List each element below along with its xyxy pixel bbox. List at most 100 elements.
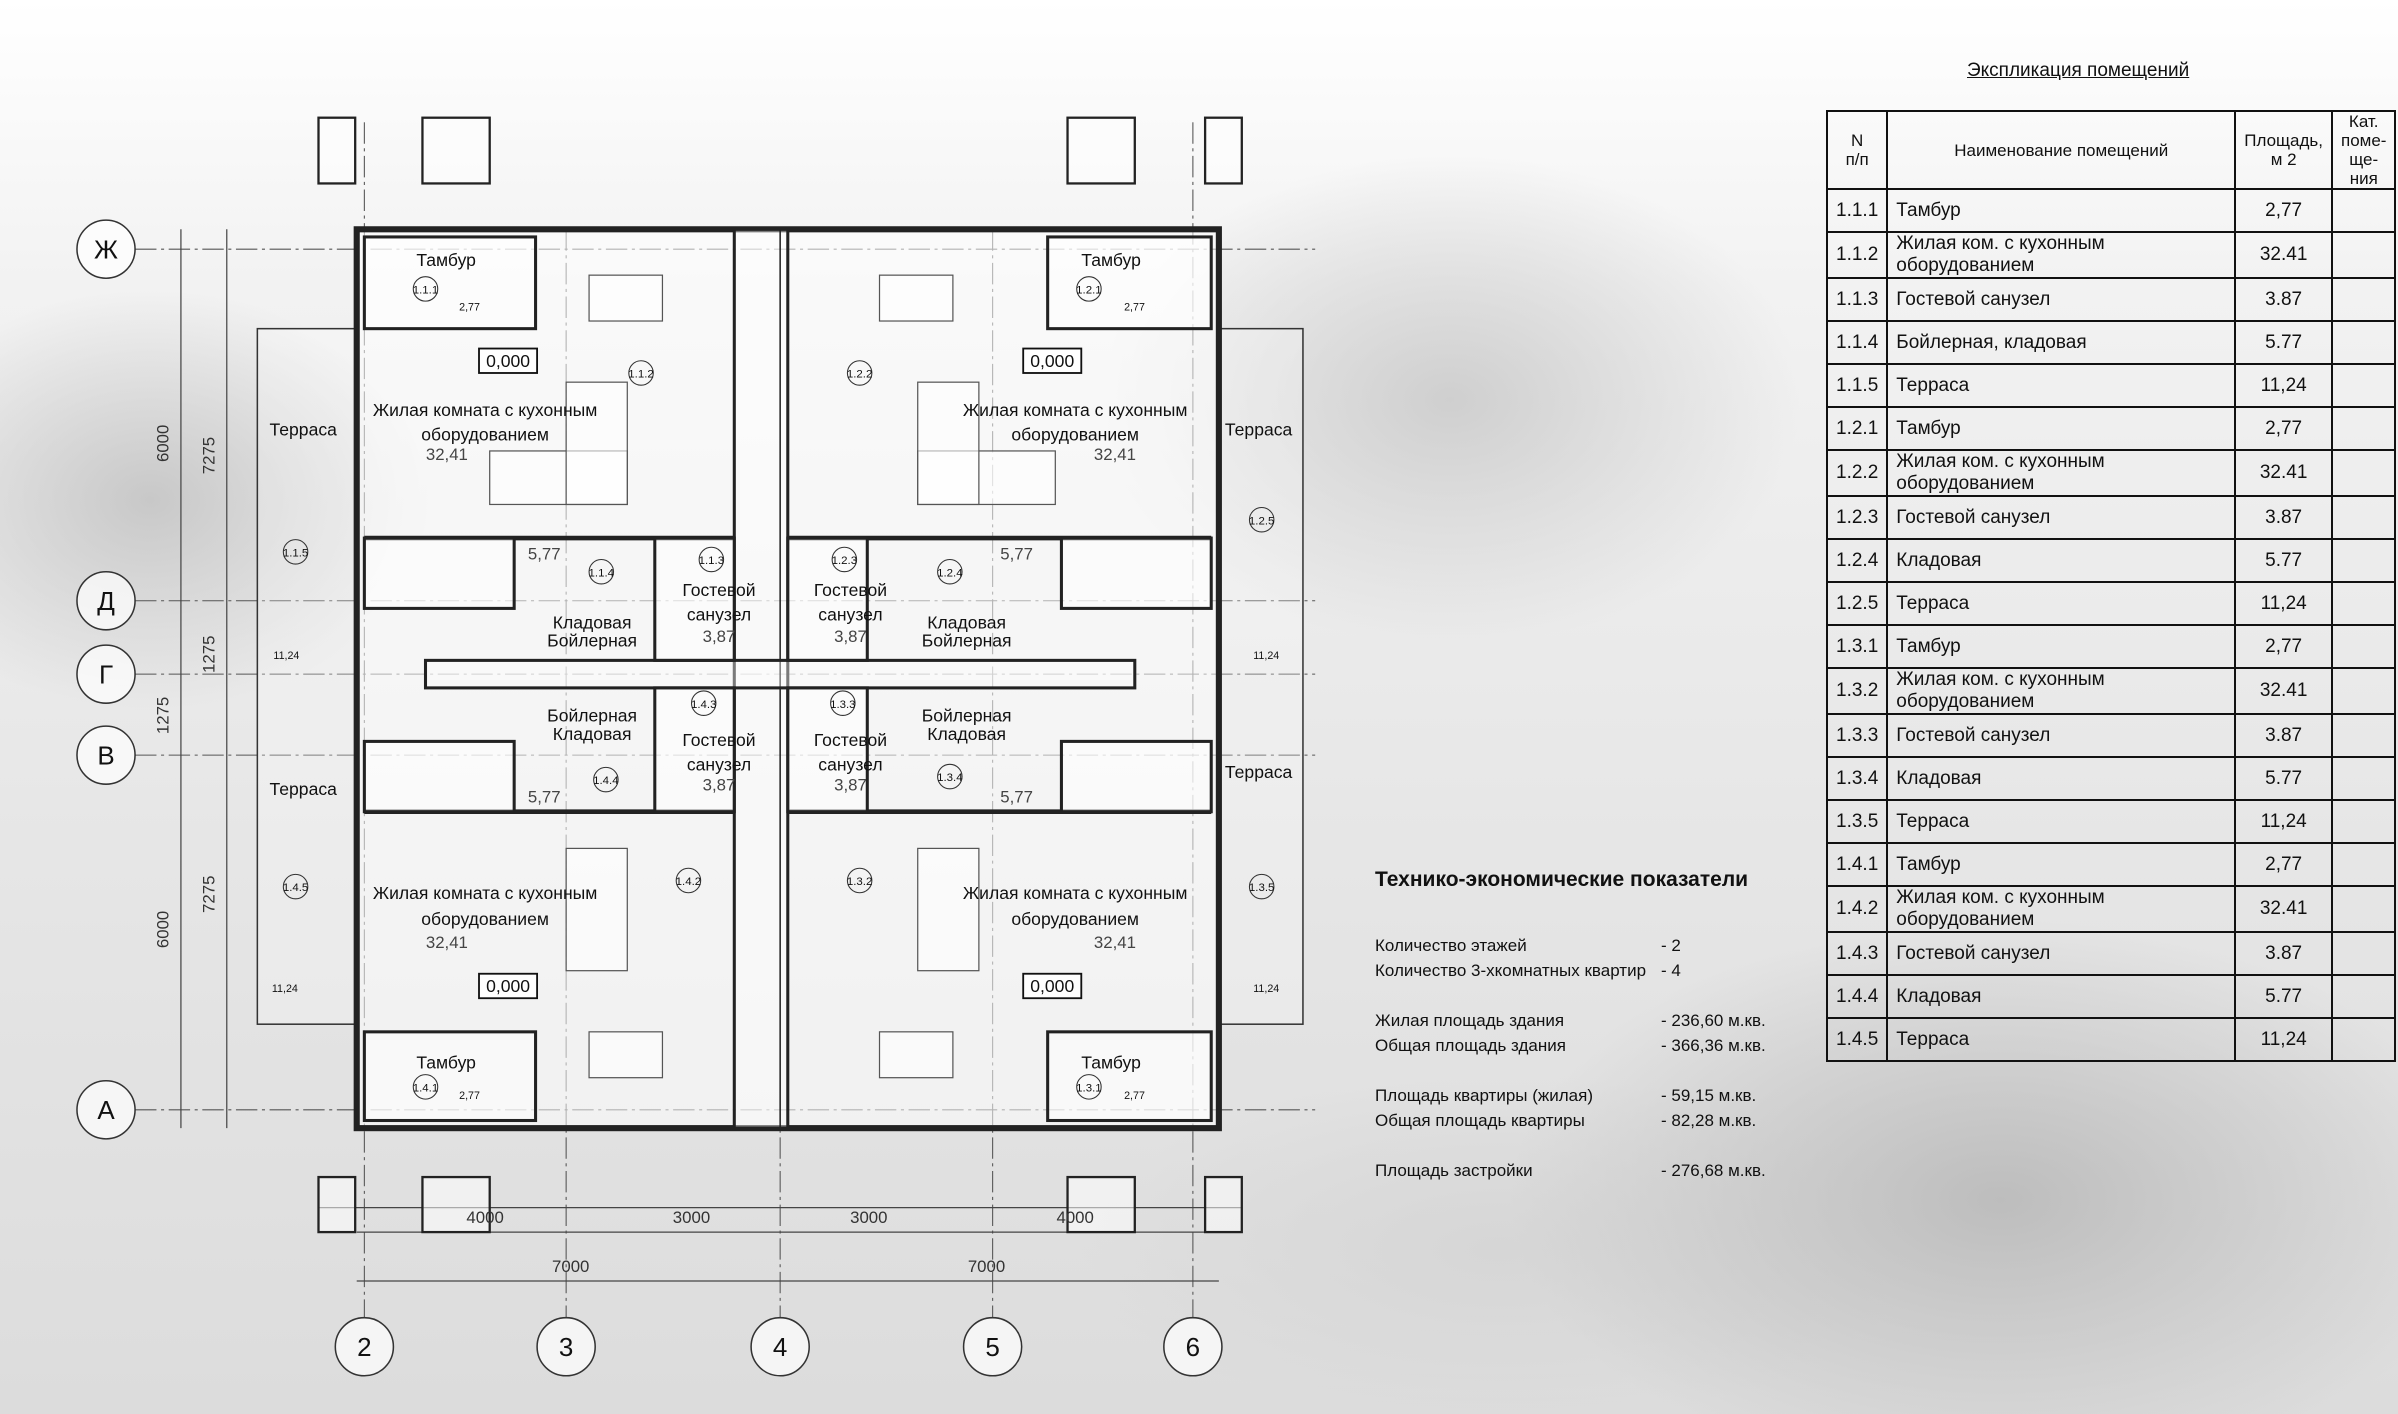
room-name: Кладовая — [553, 612, 632, 632]
furniture — [489, 274, 1056, 1079]
room-category-cell — [2330, 624, 2397, 669]
room-number-cell: 1.1.1 — [1825, 188, 1889, 233]
room-name-cell: Гостевой санузел — [1886, 277, 2237, 322]
room-name-cell: Бойлерная, кладовая — [1886, 320, 2237, 365]
room-name: Терраса — [1225, 420, 1293, 440]
axis-label: 5 — [985, 1332, 999, 1362]
room-name: оборудованием — [421, 909, 549, 929]
room-area-cell: 32.41 — [2234, 885, 2333, 933]
room-number: 1.4.4 — [593, 775, 619, 787]
tep-row: Количество 3-хкомнатных квартир- 4 — [1375, 961, 1795, 986]
room-name-cell: Гостевой санузел — [1886, 931, 2237, 976]
axis-label: 3 — [559, 1332, 573, 1362]
room-number: 1.1.3 — [699, 555, 724, 567]
room-area: 2,77 — [459, 1090, 480, 1102]
dimension-label: 4000 — [466, 1208, 503, 1227]
axis-label: В — [97, 740, 114, 770]
room-number-cell: 1.1.2 — [1825, 231, 1889, 279]
room-area-cell: 32.41 — [2234, 667, 2333, 715]
room-area: 11,24 — [1253, 983, 1279, 995]
tep-label: Площадь квартиры (жилая) — [1375, 1086, 1593, 1105]
room-area-cell: 11,24 — [2234, 363, 2333, 408]
room-number-circle — [593, 766, 619, 793]
room-number: 1.3.5 — [1249, 882, 1274, 894]
room-area-cell: 2,77 — [2234, 842, 2333, 887]
room-area-cell: 2,77 — [2234, 188, 2333, 233]
room-name: Жилая комната с кухонным — [963, 400, 1188, 420]
room-number-cell: 1.2.2 — [1825, 449, 1889, 497]
room-category-cell — [2330, 277, 2397, 322]
room-area-cell: 11,24 — [2234, 581, 2333, 626]
header-name: Наименование помещений — [1886, 110, 2237, 190]
room-name: Жилая комната с кухонным — [373, 883, 598, 903]
elevation-mark: 0,000 — [486, 976, 530, 996]
room-name: Терраса — [270, 420, 338, 440]
room-area: 32,41 — [1094, 933, 1136, 952]
axis-circle — [334, 1316, 395, 1377]
room-area-cell: 3.87 — [2234, 713, 2333, 758]
axis-label: 4 — [773, 1332, 787, 1362]
tep-row: Общая площадь здания- 366,36 м.кв. — [1375, 1036, 1795, 1061]
room-name-cell: Жилая ком. с кухонным оборудованием — [1886, 885, 2237, 933]
room-category-cell — [2330, 1017, 2397, 1062]
room-category-cell — [2330, 974, 2397, 1019]
room-name-cell: Терраса — [1886, 799, 2237, 844]
room-category-cell — [2330, 713, 2397, 758]
room-name: оборудованием — [421, 424, 549, 444]
room-name-cell: Жилая ком. с кухонным оборудованием — [1886, 231, 2237, 279]
room-category-cell — [2330, 931, 2397, 976]
room-name: Кладовая — [927, 724, 1006, 744]
dimension-label: 6000 — [154, 911, 173, 948]
room-category-cell — [2330, 363, 2397, 408]
room-number-circle — [1076, 276, 1102, 302]
room-name-cell: Гостевой санузел — [1886, 495, 2237, 540]
room-number-cell: 1.4.4 — [1825, 974, 1889, 1019]
dimension-label: 3000 — [673, 1208, 710, 1227]
room-number-cell: 1.2.4 — [1825, 538, 1889, 583]
room-name: Гостевой — [682, 580, 755, 600]
tep-title: Технико-экономические показатели — [1375, 868, 1749, 891]
room-category-cell — [2330, 756, 2397, 801]
room-area-cell: 32.41 — [2234, 231, 2333, 279]
room-number-cell: 1.1.3 — [1825, 277, 1889, 322]
room-number-circle — [698, 546, 725, 573]
elevation-box — [478, 972, 539, 1000]
axis-circle — [76, 1079, 136, 1140]
room-number-circle — [937, 558, 963, 585]
dimension-label: 7275 — [200, 437, 219, 474]
room-name-cell: Жилая ком. с кухонным оборудованием — [1886, 667, 2237, 715]
room-category-cell — [2330, 667, 2397, 715]
room-number-circle — [846, 360, 873, 386]
tep-value: - 276,68 м.кв. — [1661, 1161, 1766, 1180]
room-name-cell: Кладовая — [1886, 974, 2237, 1019]
room-number-circle — [830, 690, 856, 716]
room-category-cell — [2330, 885, 2397, 933]
room-number-cell: 1.2.1 — [1825, 406, 1889, 451]
room-area: 5,77 — [1000, 788, 1033, 807]
room-number-circle — [412, 276, 439, 302]
room-number: 1.1.2 — [628, 369, 653, 381]
room-number: 1.3.1 — [1076, 1082, 1101, 1094]
room-area: 3,87 — [703, 627, 736, 646]
room-number: 1.3.2 — [847, 876, 872, 888]
dimension-label: 7000 — [552, 1257, 589, 1276]
room-number-circle — [588, 558, 615, 585]
axis-circle — [962, 1316, 1023, 1377]
axis-label: А — [97, 1095, 115, 1125]
room-area-cell: 3.87 — [2234, 495, 2333, 540]
axis-circle — [76, 219, 136, 279]
room-area-cell: 5.77 — [2234, 756, 2333, 801]
tep-row: Площадь квартиры (жилая)- 59,15 м.кв. — [1375, 1086, 1795, 1111]
room-name-cell: Терраса — [1886, 581, 2237, 626]
